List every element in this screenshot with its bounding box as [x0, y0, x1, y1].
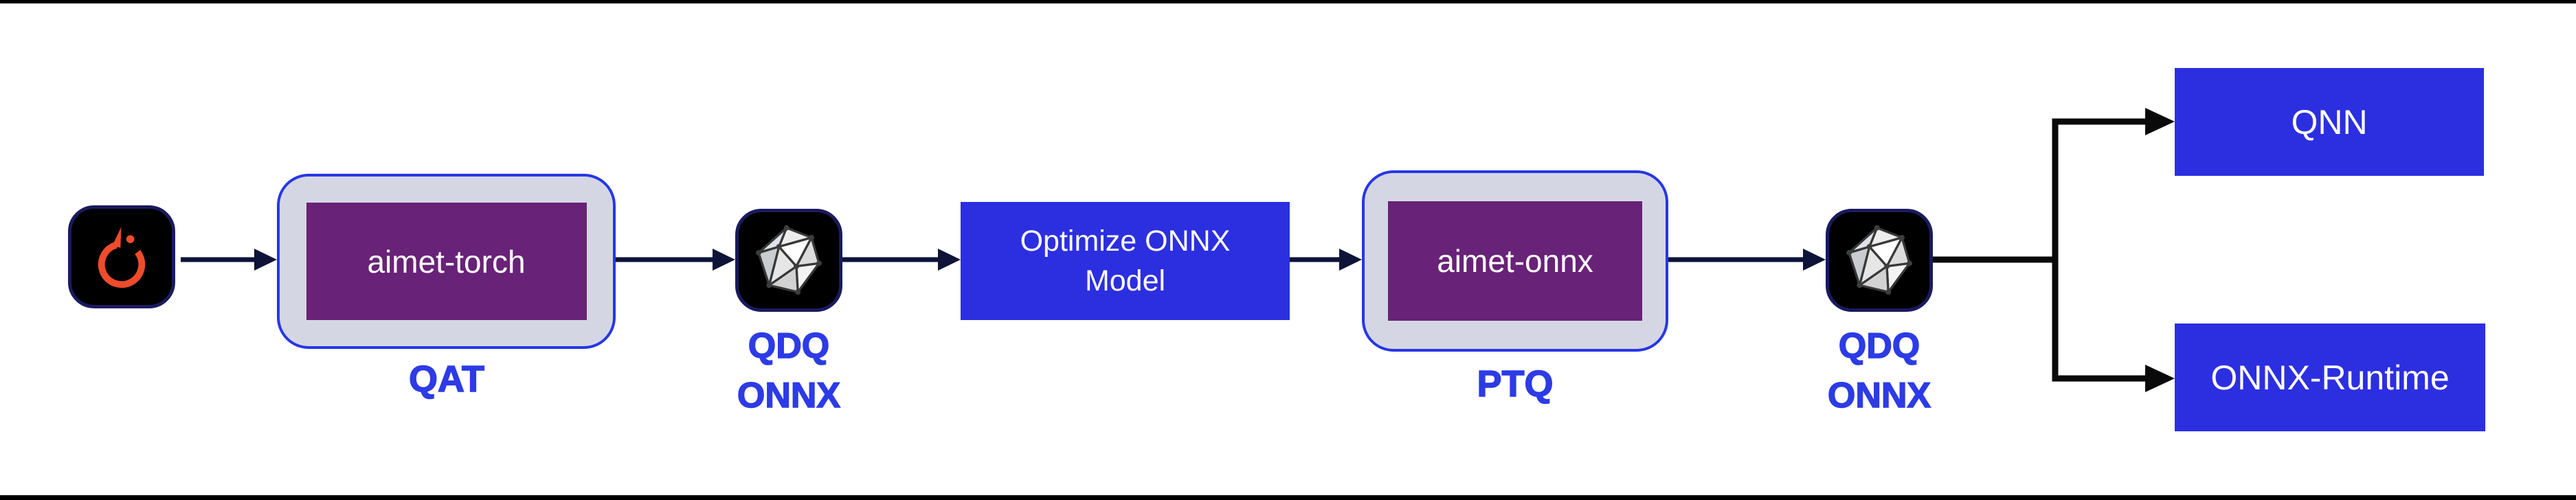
aimet-torch-box: aimet-torch	[306, 203, 587, 320]
arrow-optimize-to-ptq	[1290, 249, 1362, 271]
qdq-line: QDQ	[1838, 326, 1920, 367]
pytorch-tile	[68, 205, 175, 308]
qnn-label: QNN	[2291, 102, 2368, 141]
arrow-qat-to-qdq1	[616, 249, 735, 271]
bottom-border-bar	[0, 495, 2576, 500]
branch-connector	[1929, 108, 2175, 392]
optimize-onnx-model-label: Optimize ONNX Model	[1020, 225, 1231, 297]
qdq-line: QDQ	[748, 326, 830, 367]
onnx-line: ONNX	[737, 375, 841, 416]
arrow-qdq1-to-optimize	[842, 249, 961, 271]
onnx-runtime-box: ONNX-Runtime	[2175, 323, 2485, 431]
qnn-box: QNN	[2175, 68, 2484, 176]
qat-stage-label: QAT	[408, 358, 484, 400]
top-border-bar	[0, 0, 2576, 3]
aimet-onnx-box: aimet-onnx	[1388, 201, 1642, 321]
onnx-line: ONNX	[1827, 375, 1931, 416]
qdq-onnx-label-1: QDQ ONNX	[737, 321, 841, 420]
optimize-onnx-model-box: Optimize ONNX Model	[961, 202, 1290, 320]
qdq-onnx-label-2: QDQ ONNX	[1827, 321, 1931, 420]
arrow-ptq-to-qdq2	[1668, 249, 1826, 271]
ptq-stage-label: PTQ	[1477, 363, 1554, 405]
arrow-pytorch-to-qat	[181, 249, 277, 271]
pytorch-logo-icon	[98, 227, 146, 288]
onnx-tile-2	[1826, 209, 1933, 312]
onnx-logo-icon	[756, 225, 822, 295]
onnx-runtime-label: ONNX-Runtime	[2210, 358, 2450, 397]
aimet-torch-label: aimet-torch	[367, 243, 526, 280]
aimet-onnx-label: aimet-onnx	[1437, 243, 1593, 279]
ptq-stage-container: aimet-onnx	[1362, 170, 1668, 352]
qat-stage-container: aimet-torch	[277, 174, 616, 349]
onnx-tile-1	[735, 209, 842, 312]
onnx-logo-icon	[1846, 225, 1912, 295]
